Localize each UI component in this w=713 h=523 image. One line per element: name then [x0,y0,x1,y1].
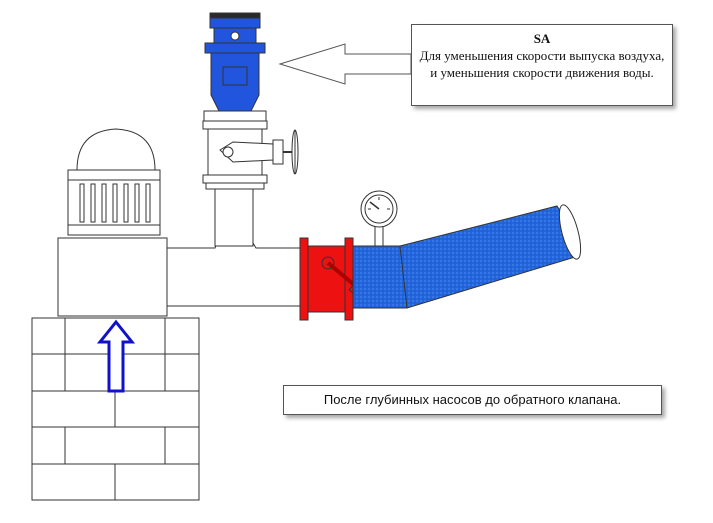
riser-pipe [214,187,254,247]
callout-title: SA [533,31,551,46]
gate-valve-icon [202,120,299,190]
pressure-gauge-icon [360,190,398,247]
motor-icon [67,128,161,236]
water-pipe [352,204,582,309]
up-arrow-icon [96,319,136,393]
callout-box: SA Для уменьшения скорости выпуска возду… [411,24,673,106]
callout-text: Для уменьшения скорости выпуска воздуха,… [419,48,665,80]
note-box: После глубинных насосов до обратного кла… [283,385,662,415]
pump-housing [57,237,168,317]
air-valve-icon [203,12,267,122]
callout-arrow [278,43,412,85]
outlet-pipe [166,242,301,307]
